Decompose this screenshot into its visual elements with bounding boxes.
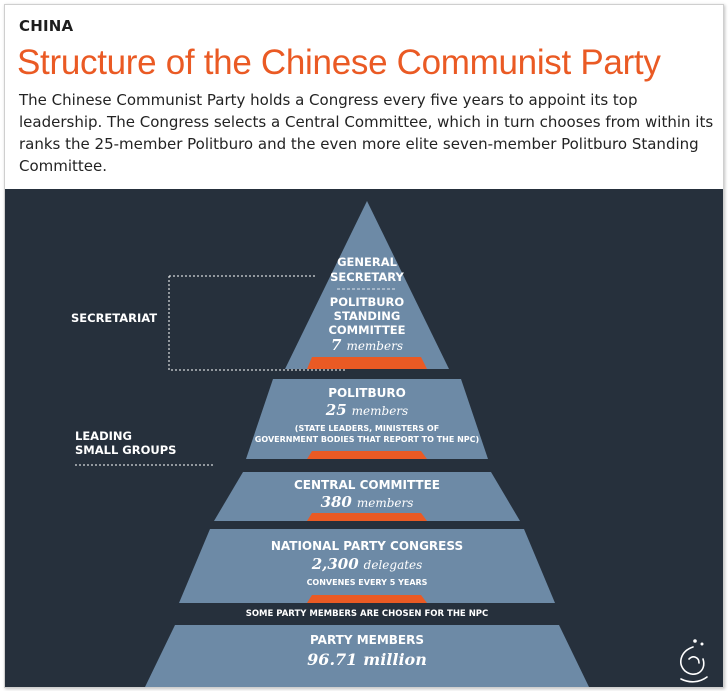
members-count-line: 96.71 million: [307, 650, 427, 669]
congress-note: CONVENES EVERY 5 YEARS: [307, 578, 428, 587]
standing-committee-label-2: STANDING: [334, 309, 401, 323]
standing-committee-label-1: POLITBURO: [330, 295, 405, 309]
secretariat-bracket: [168, 275, 345, 371]
congress-count-line: 2,300 delegates: [311, 555, 423, 573]
tier-central-committee-accent: [307, 513, 427, 521]
general-secretary-label-1: GENERAL: [337, 255, 398, 269]
description-text: The Chinese Communist Party holds a Cong…: [19, 91, 714, 175]
leading-groups-label-1: LEADING: [75, 429, 132, 443]
general-secretary-label-2: SECRETARY: [330, 270, 404, 284]
politburo-unit: members: [352, 404, 409, 418]
politburo-label: POLITBURO: [328, 386, 406, 400]
diagram-panel: GENERAL SECRETARY POLITBURO STANDING COM…: [5, 189, 723, 687]
tier-central-committee-shape: [214, 472, 520, 521]
congress-count: 2,300: [311, 555, 360, 573]
central-committee-unit: members: [357, 496, 414, 510]
politburo-note-1: (STATE LEADERS, MINISTERS OF: [295, 424, 439, 433]
standing-committee-label-3: COMMITTEE: [328, 323, 405, 337]
party-pyramid-diagram: GENERAL SECRETARY POLITBURO STANDING COM…: [71, 201, 708, 687]
members-count: 96.71: [307, 650, 357, 669]
politburo-count: 25: [325, 401, 347, 419]
central-committee-count: 380: [321, 493, 353, 511]
tier-apex-accent: [307, 357, 427, 369]
infographic-frame: CHINA Structure of the Chinese Communist…: [4, 4, 724, 688]
members-unit: million: [363, 650, 427, 669]
tier-apex-shape: [285, 201, 449, 369]
tier-members-shape: [145, 625, 589, 687]
politburo-count-line: 25 members: [325, 401, 408, 419]
tier-congress-shape: [179, 529, 555, 603]
central-committee-count-line: 380 members: [321, 493, 414, 511]
members-label: PARTY MEMBERS: [310, 633, 424, 647]
tier-politburo-shape: [246, 379, 488, 459]
page-title: Structure of the Chinese Communist Party: [17, 43, 661, 82]
tier-politburo-accent: [307, 451, 427, 459]
leading-groups-label-2: SMALL GROUPS: [75, 443, 176, 457]
standing-committee-count-line: 7 members: [331, 336, 403, 354]
central-committee-label: CENTRAL COMMITTEE: [294, 478, 440, 492]
standing-committee-unit: members: [346, 339, 403, 353]
npc-note: SOME PARTY MEMBERS ARE CHOSEN FOR THE NP…: [246, 609, 489, 619]
tier-congress-accent: [307, 595, 427, 603]
secretariat-label: SECRETARIAT: [71, 311, 157, 325]
politburo-note-2: GOVERNMENT BODIES THAT REPORT TO THE NPC…: [255, 435, 479, 444]
congress-label: NATIONAL PARTY CONGRESS: [271, 539, 463, 553]
standing-committee-count: 7: [331, 336, 342, 354]
section-kicker: CHINA: [19, 17, 74, 35]
congress-unit: delegates: [364, 558, 423, 572]
al-jazeera-logo-icon: [680, 639, 708, 683]
